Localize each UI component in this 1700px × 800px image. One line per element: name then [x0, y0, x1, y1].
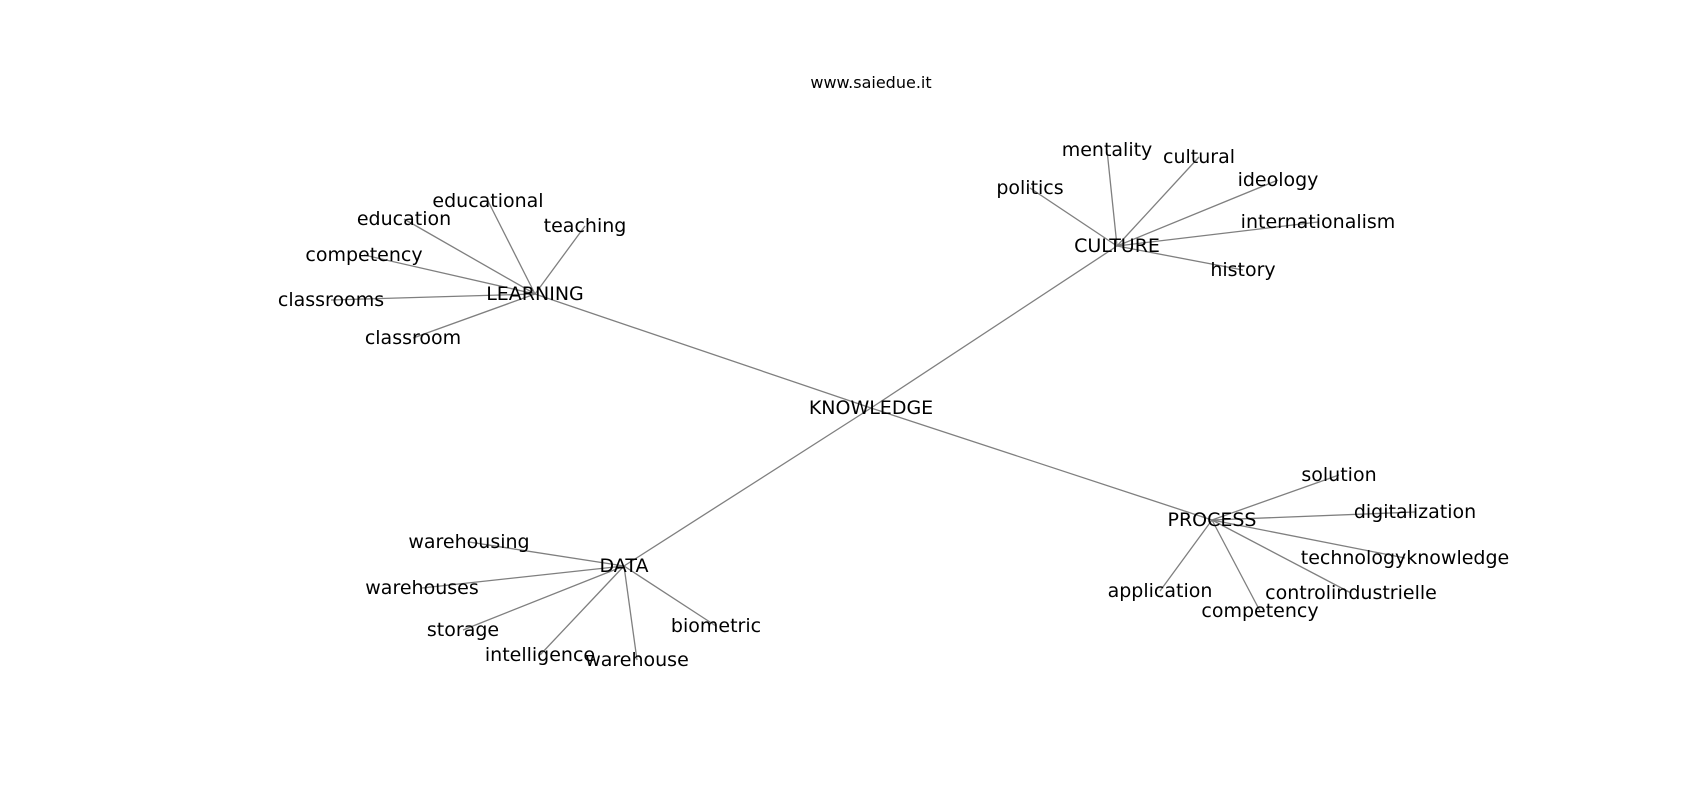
- leaf-node-learning-0: educational: [432, 190, 543, 212]
- edge-process-2: [1211, 519, 1406, 559]
- edge-root-culture: [870, 245, 1118, 409]
- edge-learning-3: [363, 254, 536, 295]
- leaf-node-data-4: warehouse: [585, 649, 689, 671]
- hub-node-data: DATA: [600, 555, 649, 577]
- edge-process-3: [1211, 519, 1352, 594]
- edge-learning-1: [534, 225, 586, 295]
- edge-learning-5: [412, 293, 536, 339]
- edge-culture-5: [1116, 245, 1244, 271]
- leaf-node-culture-0: mentality: [1062, 139, 1153, 161]
- leaf-node-data-3: intelligence: [485, 644, 595, 666]
- leaf-node-culture-5: history: [1210, 259, 1275, 281]
- edge-culture-1: [1116, 156, 1200, 247]
- leaf-node-learning-5: classroom: [365, 327, 461, 349]
- edge-learning-2: [403, 218, 536, 295]
- edge-data-3: [539, 565, 625, 656]
- leaf-node-data-5: biometric: [671, 615, 761, 637]
- edge-data-0: [468, 541, 625, 567]
- leaf-node-data-2: storage: [427, 619, 499, 641]
- leaf-node-culture-1: cultural: [1163, 146, 1235, 168]
- site-label: www.saiedue.it: [810, 73, 931, 92]
- leaf-node-data-0: warehousing: [408, 531, 529, 553]
- edge-data-1: [421, 565, 625, 589]
- leaf-node-learning-1: teaching: [544, 215, 627, 237]
- edge-data-5: [623, 565, 717, 627]
- leaf-node-process-4: application: [1108, 580, 1213, 602]
- edge-learning-4: [330, 293, 536, 301]
- edge-data-2: [462, 565, 625, 631]
- edge-data-4: [623, 565, 638, 661]
- edge-process-0: [1211, 474, 1340, 521]
- edge-culture-2: [1029, 187, 1118, 247]
- edge-culture-4: [1116, 221, 1319, 247]
- edge-process-4: [1159, 519, 1213, 592]
- edge-root-learning: [534, 293, 872, 409]
- leaf-node-process-1: digitalization: [1354, 501, 1476, 523]
- hub-node-process: PROCESS: [1167, 509, 1256, 531]
- leaf-node-learning-2: education: [357, 208, 451, 230]
- edge-process-5: [1211, 519, 1261, 612]
- hub-node-culture: CULTURE: [1074, 235, 1160, 257]
- edge-culture-3: [1116, 179, 1279, 247]
- labels: www.saiedue.it KNOWLEDGE LEARNING educatio…: [278, 73, 1509, 671]
- leaf-node-data-1: warehouses: [365, 577, 478, 599]
- edge-root-process: [870, 407, 1213, 521]
- root-node-label: KNOWLEDGE: [809, 397, 933, 419]
- leaf-node-process-3: controlindustrielle: [1265, 582, 1437, 604]
- edge-process-1: [1211, 511, 1416, 521]
- edge-root-data: [623, 407, 872, 567]
- leaf-node-culture-2: politics: [996, 177, 1063, 199]
- leaf-node-culture-4: internationalism: [1241, 211, 1396, 233]
- leaf-node-culture-3: ideology: [1238, 169, 1319, 191]
- edge-learning-0: [487, 200, 536, 295]
- edges: [330, 149, 1416, 661]
- leaf-node-process-5: competency: [1201, 600, 1318, 622]
- leaf-node-process-0: solution: [1301, 464, 1376, 486]
- leaf-node-learning-4: classrooms: [278, 289, 384, 311]
- leaf-node-process-2: technologyknowledge: [1301, 547, 1510, 569]
- leaf-node-learning-3: competency: [305, 244, 422, 266]
- edge-culture-0: [1106, 149, 1118, 247]
- hub-node-learning: LEARNING: [486, 283, 584, 305]
